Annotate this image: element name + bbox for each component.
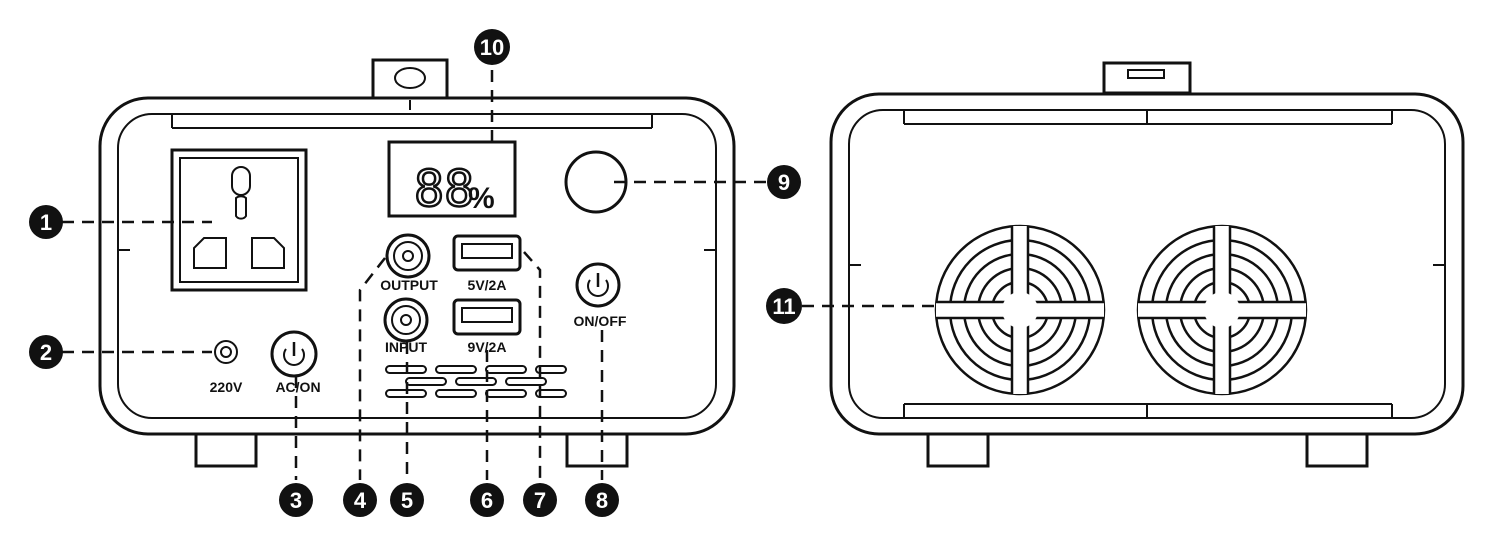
ac-power-button bbox=[270, 330, 318, 378]
dc-port-icon bbox=[385, 233, 431, 279]
ac-on-label: AC/ON bbox=[275, 379, 320, 395]
front-panel bbox=[117, 113, 717, 419]
dc-input-port bbox=[383, 297, 429, 343]
universal-socket-icon bbox=[170, 148, 308, 292]
svg-text:11: 11 bbox=[772, 294, 795, 319]
svg-text:4: 4 bbox=[354, 488, 367, 513]
usb-9v-port bbox=[452, 298, 522, 336]
callout-11: 11 bbox=[766, 288, 802, 324]
on-off-label: ON/OFF bbox=[574, 313, 627, 329]
svg-text:2: 2 bbox=[40, 340, 52, 365]
usb-5v-label: 5V/2A bbox=[468, 277, 507, 293]
svg-text:1: 1 bbox=[40, 210, 52, 235]
power-icon bbox=[283, 342, 305, 366]
front-handle bbox=[371, 58, 449, 102]
usb-port-icon bbox=[452, 234, 522, 272]
callout-9: 9 bbox=[767, 165, 801, 199]
callout-10: 10 bbox=[474, 29, 510, 65]
callout-3: 3 bbox=[279, 483, 313, 517]
lcd-percent: % bbox=[468, 182, 495, 215]
svg-text:3: 3 bbox=[290, 488, 302, 513]
output-label: OUTPUT bbox=[380, 277, 438, 293]
back-body bbox=[829, 92, 1465, 436]
front-foot-right bbox=[565, 428, 629, 468]
callout-1: 1 bbox=[29, 205, 63, 239]
callouts: 1 2 3 4 5 6 7 8 bbox=[29, 29, 802, 517]
svg-text:6: 6 bbox=[481, 488, 493, 513]
lcd-digits: 88 bbox=[414, 160, 474, 218]
callout-6: 6 bbox=[470, 483, 504, 517]
callout-2: 2 bbox=[29, 335, 63, 369]
handle-hole bbox=[394, 67, 426, 89]
back-view bbox=[829, 61, 1465, 468]
ac-input-port bbox=[214, 340, 238, 364]
callout-5: 5 bbox=[390, 483, 424, 517]
front-view: 220V AC/ON 88 % OUTPUT INPUT bbox=[98, 58, 736, 468]
fan-grille-right bbox=[1136, 224, 1308, 396]
svg-text:7: 7 bbox=[534, 488, 546, 513]
ac-voltage-label: 220V bbox=[210, 379, 243, 395]
fan-grille-icon bbox=[934, 224, 1106, 396]
back-foot-right bbox=[1305, 430, 1369, 468]
svg-text:10: 10 bbox=[480, 35, 504, 60]
lcd-display bbox=[387, 140, 517, 218]
dc-power-button bbox=[575, 262, 621, 308]
usb-9v-label: 9V/2A bbox=[468, 339, 507, 355]
callout-4: 4 bbox=[343, 483, 377, 517]
callout-7: 7 bbox=[523, 483, 557, 517]
svg-text:9: 9 bbox=[778, 170, 790, 195]
back-foot-left bbox=[926, 430, 990, 468]
svg-text:5: 5 bbox=[401, 488, 413, 513]
callout-8: 8 bbox=[585, 483, 619, 517]
leader-lines bbox=[62, 70, 938, 480]
svg-text:8: 8 bbox=[596, 488, 608, 513]
back-handle bbox=[1102, 61, 1192, 95]
